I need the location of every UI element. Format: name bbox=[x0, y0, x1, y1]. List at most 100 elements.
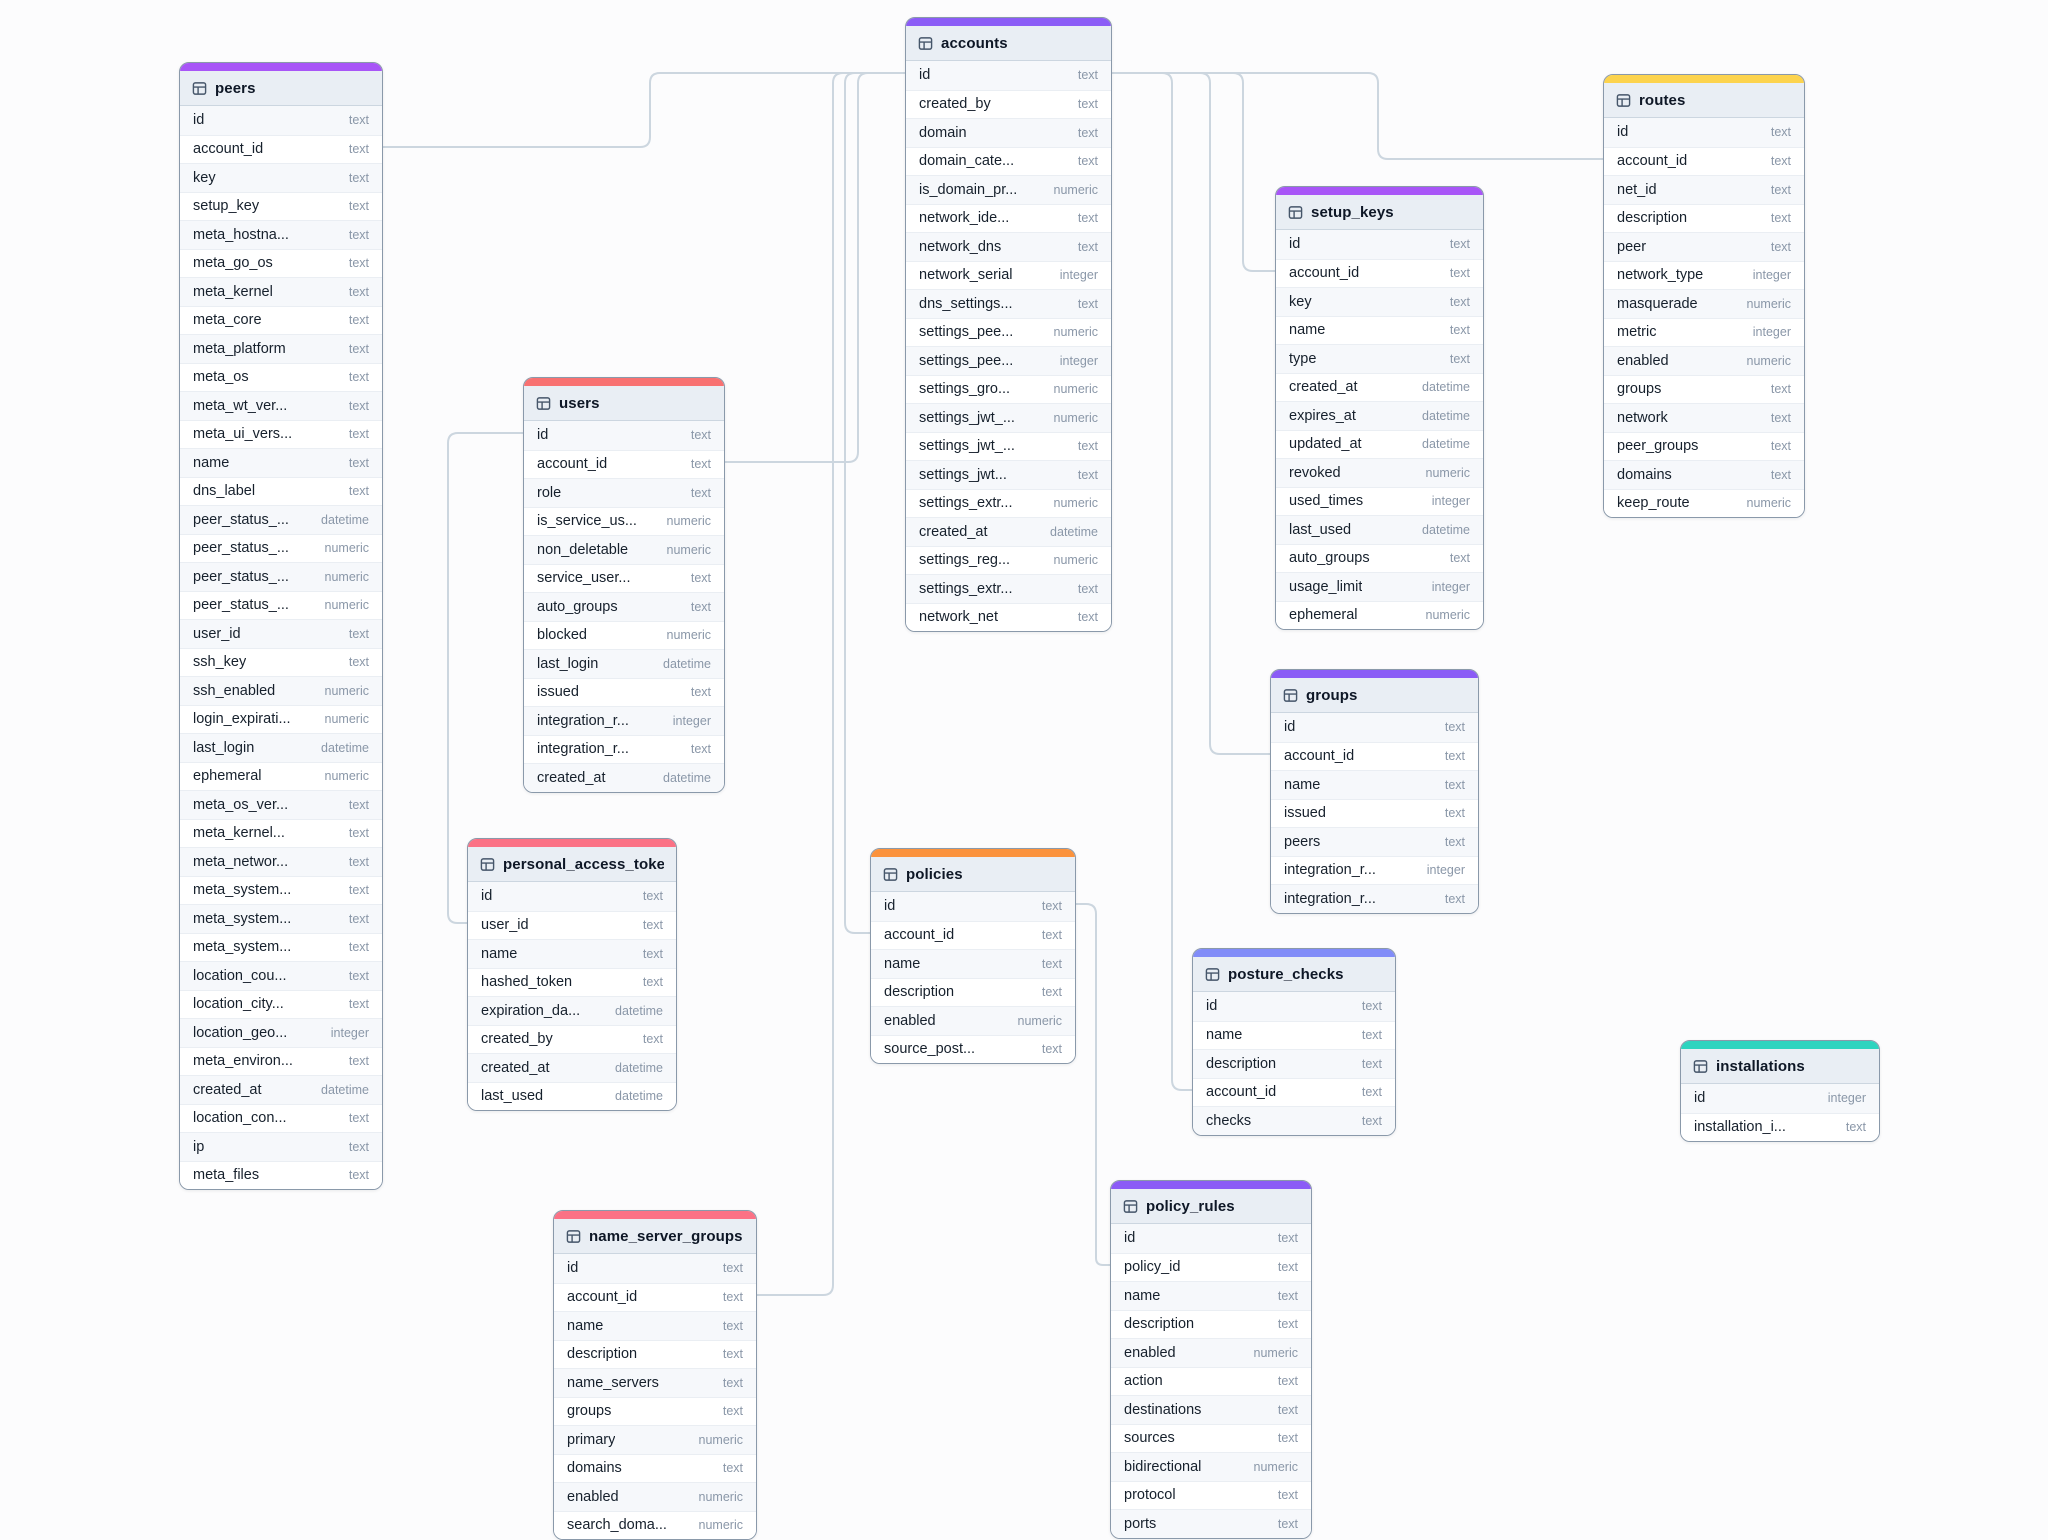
table-header[interactable]: routes bbox=[1604, 83, 1804, 118]
field-row[interactable]: settings_pee...integer bbox=[906, 346, 1111, 375]
field-row[interactable]: peer_status_...numeric bbox=[180, 590, 382, 619]
field-row[interactable]: settings_pee...numeric bbox=[906, 317, 1111, 346]
field-row[interactable]: meta_networ...text bbox=[180, 847, 382, 876]
field-row[interactable]: network_ide...text bbox=[906, 203, 1111, 232]
field-row[interactable]: settings_reg...numeric bbox=[906, 545, 1111, 574]
field-row[interactable]: search_doma...numeric bbox=[554, 1510, 756, 1539]
field-row[interactable]: peer_status_...datetime bbox=[180, 505, 382, 534]
field-row[interactable]: settings_jwt...text bbox=[906, 460, 1111, 489]
field-row[interactable]: peer_status_...numeric bbox=[180, 562, 382, 591]
table-header[interactable]: users bbox=[524, 386, 724, 421]
field-row[interactable]: location_con...text bbox=[180, 1103, 382, 1132]
field-row[interactable]: settings_jwt_...numeric bbox=[906, 403, 1111, 432]
field-row[interactable]: meta_system...text bbox=[180, 932, 382, 961]
field-row[interactable]: is_domain_pr...numeric bbox=[906, 175, 1111, 204]
table-header[interactable]: groups bbox=[1271, 678, 1478, 713]
field-row[interactable]: integration_r...text bbox=[1271, 884, 1478, 913]
field-row[interactable]: settings_extr...numeric bbox=[906, 488, 1111, 517]
field-row[interactable]: meta_kernel...text bbox=[180, 818, 382, 847]
field-row[interactable]: integration_r...integer bbox=[1271, 855, 1478, 884]
table-header[interactable]: setup_keys bbox=[1276, 195, 1483, 230]
field-row[interactable]: login_expirati...numeric bbox=[180, 704, 382, 733]
table-header[interactable]: accounts bbox=[906, 26, 1111, 61]
field-row[interactable]: meta_hostna...text bbox=[180, 220, 382, 249]
field-row[interactable]: domain_cate...text bbox=[906, 146, 1111, 175]
field-row[interactable]: settings_gro...numeric bbox=[906, 374, 1111, 403]
field-row[interactable]: source_post...text bbox=[871, 1034, 1075, 1063]
table-header[interactable]: personal_access_tokens bbox=[468, 847, 676, 882]
field-row[interactable]: peer_status_...numeric bbox=[180, 533, 382, 562]
field-row[interactable]: meta_ui_vers...text bbox=[180, 419, 382, 448]
field-row[interactable]: location_cou...text bbox=[180, 961, 382, 990]
table-header[interactable]: peers bbox=[180, 71, 382, 106]
field-row[interactable]: meta_os_ver...text bbox=[180, 790, 382, 819]
field-row[interactable]: integration_r...text bbox=[524, 734, 724, 763]
table-header[interactable]: name_server_groups bbox=[554, 1219, 756, 1254]
field-row[interactable]: settings_extr...text bbox=[906, 574, 1111, 603]
